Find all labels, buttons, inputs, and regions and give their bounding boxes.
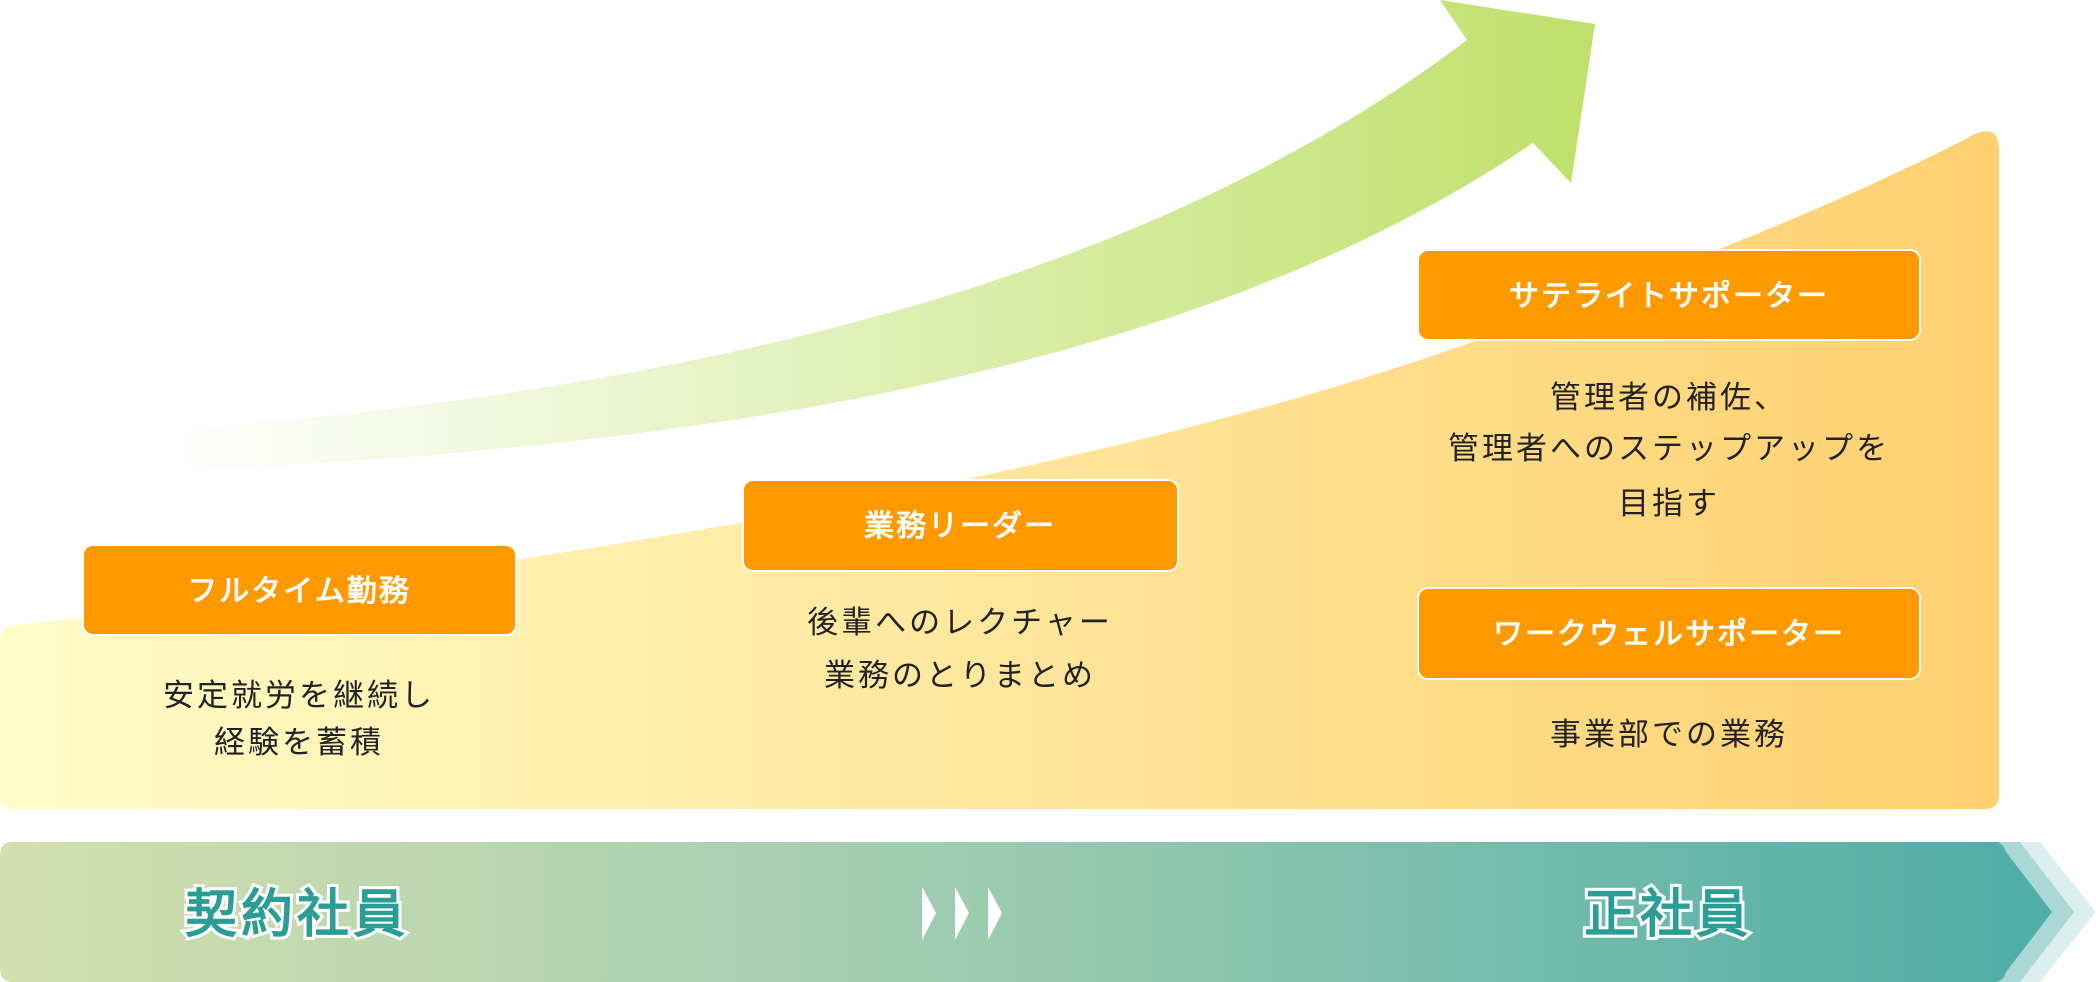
step-desc: 管理者の補佐、 <box>1550 380 1788 416</box>
step-leader: 業務リーダー 後輩へのレクチャー 業務のとりまとめ <box>742 479 1179 694</box>
rising-arrow-icon <box>174 0 1595 470</box>
employment-timeline-bar: 契約社員 正社員 <box>0 842 2096 982</box>
step-label: ワークウェルサポーター <box>1493 617 1845 652</box>
step-desc: 業務のとりまとめ <box>824 658 1096 694</box>
step-satellite-supporter: サテライトサポーター 管理者の補佐、 管理者へのステップアップを 目指す <box>1417 249 1921 522</box>
step-desc: 事業部での業務 <box>1550 717 1788 753</box>
step-label: 業務リーダー <box>864 509 1056 544</box>
step-label: フルタイム勤務 <box>187 574 410 609</box>
step-desc: 目指す <box>1618 486 1720 522</box>
step-workwell-supporter: ワークウェルサポーター 事業部での業務 <box>1417 587 1921 753</box>
step-desc: 後輩へのレクチャー <box>807 605 1113 641</box>
triple-chevron-right-icon <box>922 887 1002 940</box>
step-label: サテライトサポーター <box>1509 279 1829 314</box>
step-desc: 管理者へのステップアップを <box>1448 431 1890 467</box>
stage-regular-employee: 正社員 <box>1584 885 1752 945</box>
stage-contract-employee: 契約社員 <box>185 885 409 945</box>
step-fulltime: フルタイム勤務 安定就労を継続し 経験を蓄積 <box>82 544 517 761</box>
step-desc: 経験を蓄積 <box>214 725 384 761</box>
step-desc: 安定就労を継続し <box>163 678 435 714</box>
